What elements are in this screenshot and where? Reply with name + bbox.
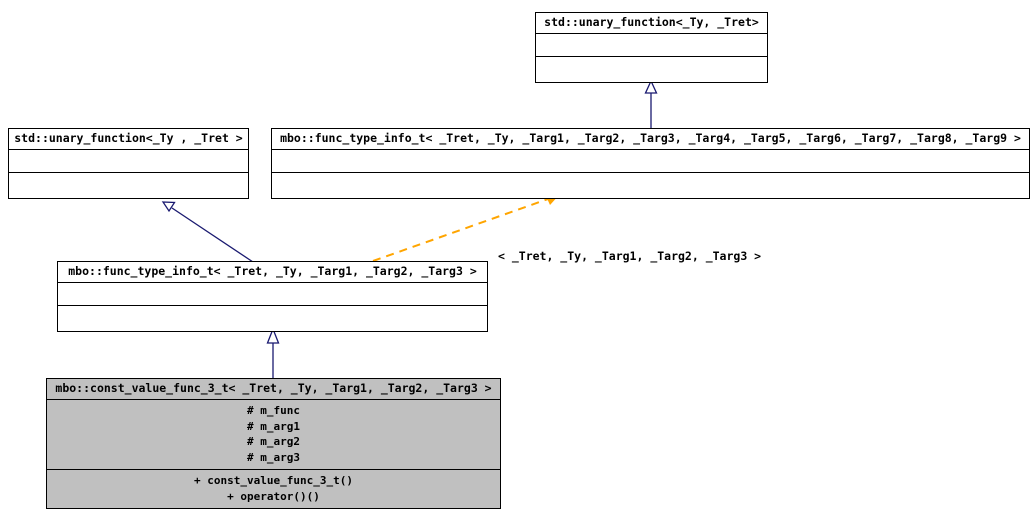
class-title: mbo::func_type_info_t< _Tret, _Ty, _Targ… [68, 264, 477, 278]
class-title-compartment: std::unary_function<_Ty, _Tret> [536, 13, 767, 34]
class-attribute: # m_arg1 [247, 419, 300, 433]
class-operations-compartment [536, 57, 767, 82]
class-operations-compartment [58, 306, 487, 331]
class-box-std-unary-function-left[interactable]: std::unary_function<_Ty , _Tret > [8, 128, 249, 199]
class-operation: + operator()() [227, 489, 320, 503]
class-attributes-compartment [272, 150, 1029, 173]
class-attributes-compartment [58, 283, 487, 306]
class-box-func-type-info-t-9[interactable]: mbo::func_type_info_t< _Tret, _Ty, _Targ… [271, 128, 1030, 199]
edge-inherit-left [161, 201, 254, 263]
class-title-compartment: std::unary_function<_Ty , _Tret > [9, 129, 248, 150]
class-box-const-value-func-3-t[interactable]: mbo::const_value_func_3_t< _Tret, _Ty, _… [46, 378, 501, 509]
class-title: std::unary_function<_Ty , _Tret > [14, 131, 243, 145]
class-title-compartment: mbo::func_type_info_t< _Tret, _Ty, _Targ… [58, 262, 487, 283]
class-attributes-compartment [536, 34, 767, 57]
class-title: std::unary_function<_Ty, _Tret> [544, 15, 759, 29]
class-operation: + const_value_func_3_t() [194, 474, 353, 487]
class-operations-compartment [9, 173, 248, 198]
class-attribute: # m_arg2 [247, 435, 300, 448]
class-title: mbo::const_value_func_3_t< _Tret, _Ty, _… [55, 381, 492, 395]
class-title: mbo::func_type_info_t< _Tret, _Ty, _Targ… [280, 131, 1021, 145]
class-attribute: # m_arg3 [247, 450, 300, 464]
edge-inherit-bottom [266, 327, 280, 378]
class-box-std-unary-function-top[interactable]: std::unary_function<_Ty, _Tret> [535, 12, 768, 83]
class-attribute: # m_func [247, 404, 300, 417]
edge-inherit-top [644, 79, 658, 128]
class-attributes-compartment: # m_func # m_arg1 # m_arg2 # m_arg3 [47, 400, 500, 470]
class-title-compartment: mbo::func_type_info_t< _Tret, _Ty, _Targ… [272, 129, 1029, 150]
class-operations-compartment [272, 173, 1029, 198]
class-operations-compartment: + const_value_func_3_t() + operator()() [47, 470, 500, 508]
edge-label-template-binding: < _Tret, _Ty, _Targ1, _Targ2, _Targ3 > [498, 249, 762, 263]
class-attributes-compartment [9, 150, 248, 173]
class-box-func-type-info-t-3[interactable]: mbo::func_type_info_t< _Tret, _Ty, _Targ… [57, 261, 488, 332]
class-title-compartment: mbo::const_value_func_3_t< _Tret, _Ty, _… [47, 379, 500, 400]
